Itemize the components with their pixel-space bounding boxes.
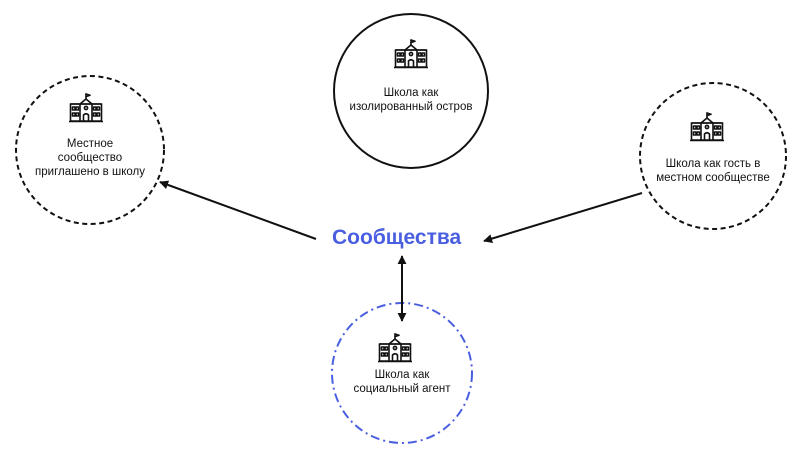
node-isolated-island-label: Школа как изолированный остров bbox=[349, 87, 473, 113]
center-communities-label: Сообщества bbox=[332, 226, 462, 249]
node-community-invited-circle bbox=[15, 75, 165, 225]
node-social-agent-label: Школа как социальный агент bbox=[353, 369, 451, 395]
node-guest-in-community-label: Школа как гость в местном сообществе bbox=[656, 158, 770, 184]
node-community-invited-label: Местное сообщество приглашено в школу bbox=[35, 138, 145, 178]
arrow-center-to-community-invited bbox=[159, 180, 317, 240]
node-isolated-island-circle bbox=[333, 13, 489, 169]
arrow-guest-to-center bbox=[483, 192, 643, 243]
node-guest-in-community-circle bbox=[639, 82, 787, 230]
